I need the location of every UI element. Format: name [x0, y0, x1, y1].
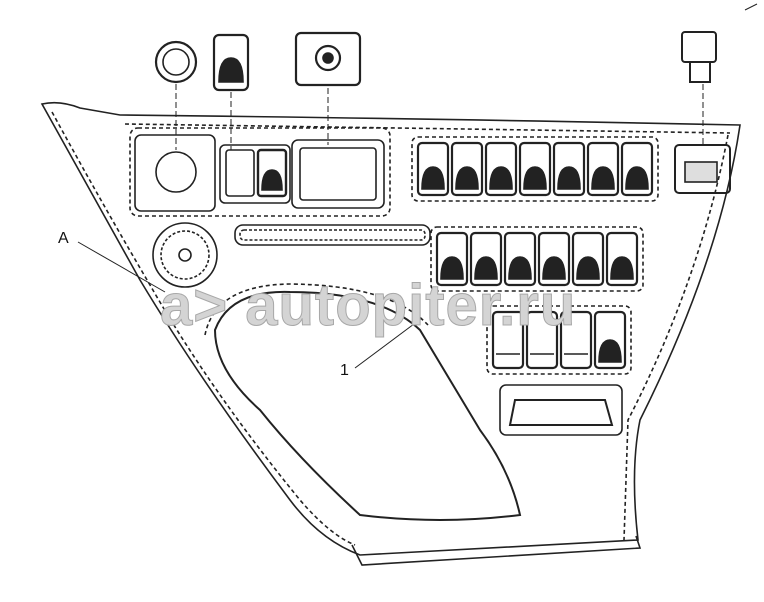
callout-1: 1: [340, 362, 349, 379]
switch-paddle-icon: [625, 166, 649, 190]
rocker-switch: [450, 141, 484, 197]
rocker-switch: [593, 310, 627, 370]
rocker-switch: [559, 310, 593, 370]
rocker-switch: [491, 310, 525, 370]
switch-paddle-icon: [474, 256, 498, 280]
switch-paddle-icon: [542, 256, 566, 280]
switch-paddle-icon: [508, 256, 532, 280]
switch-paddle-icon: [591, 166, 615, 190]
watermark: a> autopiter.ru: [159, 273, 577, 339]
bottom-slot: [499, 384, 623, 436]
right-small-switch: [674, 144, 731, 194]
switch-paddle-icon: [440, 256, 464, 280]
switch-row-frame: [430, 226, 644, 292]
switch-paddle-icon: [557, 166, 581, 190]
rocker-switch: [469, 231, 503, 287]
rocker-switch: [620, 141, 654, 197]
leader-lines: [77, 241, 423, 369]
switch-paddle-icon: [598, 339, 622, 363]
switch-paddle-icon: [455, 166, 479, 190]
switch-row-frame: [411, 136, 659, 202]
callout-a: A: [58, 230, 69, 247]
rocker-switch: [435, 231, 469, 287]
rocker-switch: [537, 231, 571, 287]
left-cluster: [129, 127, 431, 288]
switch-rows: [411, 136, 659, 375]
switch-paddle-icon: [489, 166, 513, 190]
switch-row-frame: [486, 305, 632, 375]
exploded-parts: [154, 3, 758, 150]
switch-paddle-icon: [610, 256, 634, 280]
rocker-switch: [503, 231, 537, 287]
rocker-switch: [552, 141, 586, 197]
rocker-switch: [605, 231, 639, 287]
rocker-switch: [525, 310, 559, 370]
center-opening: [204, 283, 522, 521]
rocker-switch: [586, 141, 620, 197]
switch-paddle-icon: [523, 166, 547, 190]
rocker-switch: [518, 141, 552, 197]
panel-outline: [40, 101, 741, 566]
rocker-switch: [416, 141, 450, 197]
rocker-switch: [484, 141, 518, 197]
switch-paddle-icon: [576, 256, 600, 280]
switch-paddle-icon: [421, 166, 445, 190]
rocker-switch: [571, 231, 605, 287]
